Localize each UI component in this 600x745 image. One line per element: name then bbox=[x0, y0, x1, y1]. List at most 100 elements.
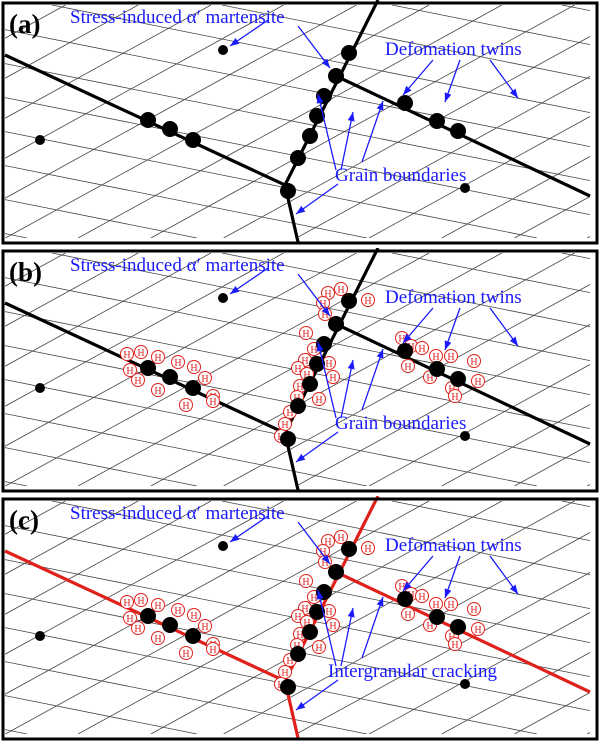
svg-text:H: H bbox=[134, 376, 141, 387]
twin-line bbox=[441, 404, 590, 486]
svg-text:H: H bbox=[126, 614, 133, 625]
svg-text:H: H bbox=[201, 622, 208, 633]
hydrogen-atom: H bbox=[326, 618, 340, 632]
twin-line bbox=[77, 253, 503, 486]
twin-line bbox=[296, 76, 590, 238]
hydrogen-atom: H bbox=[401, 359, 415, 373]
twin-line bbox=[5, 447, 198, 486]
twin-line bbox=[5, 5, 284, 159]
hydrogen-atom: H bbox=[151, 350, 165, 364]
arrow-to-boundary-particle bbox=[297, 25, 331, 69]
hydrogen-atom: H bbox=[206, 394, 220, 408]
martensite-label: Stress-induced α′ martensite bbox=[70, 503, 285, 524]
twin-line bbox=[441, 652, 590, 734]
arrow-boundary-2 bbox=[340, 359, 355, 419]
hydrogen-atom: H bbox=[179, 398, 193, 412]
svg-text:H: H bbox=[302, 577, 309, 588]
martensite-label: Stress-induced α′ martensite bbox=[70, 255, 285, 276]
martensite-particle bbox=[35, 383, 45, 393]
martensite-particle bbox=[460, 679, 470, 689]
panel-c: HHHHHHHHHHHHHHHHHHHHHHHHHHHHHHHHHHHHHHHH… bbox=[0, 496, 600, 744]
panel-tag: (c) bbox=[9, 505, 39, 535]
svg-text:H: H bbox=[190, 363, 197, 374]
martensite-particle bbox=[302, 128, 318, 144]
martensite-particle bbox=[341, 45, 357, 61]
twin-line bbox=[5, 729, 28, 734]
martensite-particle bbox=[185, 628, 201, 644]
martensite-particle bbox=[341, 293, 357, 309]
arrow-boundary-2 bbox=[340, 111, 355, 171]
hydrogen-atom: H bbox=[151, 383, 165, 397]
svg-text:H: H bbox=[281, 668, 288, 679]
twins-label: Defomation twins bbox=[385, 39, 522, 60]
martensite-particle bbox=[309, 108, 325, 124]
martensite-particle bbox=[162, 617, 178, 633]
twin-line bbox=[391, 501, 590, 541]
twin-line bbox=[5, 501, 284, 655]
martensite-particle bbox=[290, 150, 306, 166]
martensite-particle bbox=[309, 356, 325, 372]
panel-frame bbox=[1, 1, 599, 245]
svg-text:H: H bbox=[315, 395, 322, 406]
arrow-twin-1 bbox=[402, 555, 434, 592]
arrow-to-particle bbox=[229, 19, 269, 47]
martensite-particle bbox=[302, 376, 318, 392]
twin-line bbox=[5, 501, 357, 695]
svg-text:H: H bbox=[325, 607, 332, 618]
arrow-twin-3 bbox=[489, 59, 519, 99]
hydrogen-atom: H bbox=[131, 373, 145, 387]
arrow-boundary-1 bbox=[316, 589, 337, 667]
deformation-twin-lines bbox=[5, 501, 590, 734]
svg-text:H: H bbox=[474, 377, 481, 388]
svg-text:H: H bbox=[324, 537, 331, 548]
hydrogen-atom: H bbox=[187, 360, 201, 374]
svg-text:H: H bbox=[154, 601, 161, 612]
svg-text:H: H bbox=[209, 397, 216, 408]
twin-line bbox=[561, 253, 590, 259]
hydrogen-atom: H bbox=[361, 293, 375, 307]
svg-text:H: H bbox=[337, 285, 344, 296]
martensite-particle bbox=[185, 132, 201, 148]
grain-boundary-lines bbox=[4, 0, 591, 243]
svg-text:H: H bbox=[426, 373, 433, 384]
hydrogen-atom: H bbox=[326, 370, 340, 384]
twin-line bbox=[51, 5, 590, 113]
arrow-twin-2 bbox=[444, 555, 461, 599]
arrow-twin-1 bbox=[402, 307, 434, 344]
hydrogen-atom: H bbox=[179, 646, 193, 660]
hydrogen-atom: H bbox=[278, 417, 292, 431]
martensite-particle bbox=[162, 369, 178, 385]
svg-text:H: H bbox=[447, 600, 454, 611]
twin-line bbox=[5, 233, 28, 238]
svg-text:H: H bbox=[364, 544, 371, 555]
svg-text:H: H bbox=[310, 345, 317, 356]
svg-text:H: H bbox=[296, 630, 303, 641]
svg-text:H: H bbox=[294, 612, 301, 623]
twin-line bbox=[5, 413, 368, 486]
hydrogen-atom: H bbox=[429, 597, 443, 611]
arrow-boundary-3 bbox=[361, 596, 384, 659]
hydrogen-atom: H bbox=[361, 541, 375, 555]
svg-text:H: H bbox=[137, 348, 144, 359]
hydrogen-atom: H bbox=[131, 621, 145, 635]
martensite-particle bbox=[450, 123, 466, 139]
martensite-label: Stress-induced α′ martensite bbox=[70, 7, 285, 28]
twin-line bbox=[514, 692, 590, 734]
hydrogen-atoms: HHHHHHHHHHHHHHHHHHHHHHHHHHHHHHHHHHHHHHHH… bbox=[120, 530, 485, 691]
arrow-twin-3 bbox=[489, 307, 519, 347]
svg-text:H: H bbox=[182, 649, 189, 660]
svg-text:H: H bbox=[123, 598, 130, 609]
twin-line bbox=[5, 253, 357, 447]
svg-text:H: H bbox=[286, 656, 293, 667]
hydrogen-atom: H bbox=[151, 598, 165, 612]
twin-line bbox=[150, 501, 575, 734]
martensite-particle bbox=[341, 541, 357, 557]
martensite-particle bbox=[302, 624, 318, 640]
panel-tag: (b) bbox=[9, 257, 42, 287]
svg-text:H: H bbox=[137, 596, 144, 607]
hydrogen-atom: H bbox=[171, 355, 185, 369]
hydrogen-atom: H bbox=[206, 642, 220, 656]
twin-line bbox=[5, 63, 590, 181]
hydrogen-atom: H bbox=[448, 637, 462, 651]
